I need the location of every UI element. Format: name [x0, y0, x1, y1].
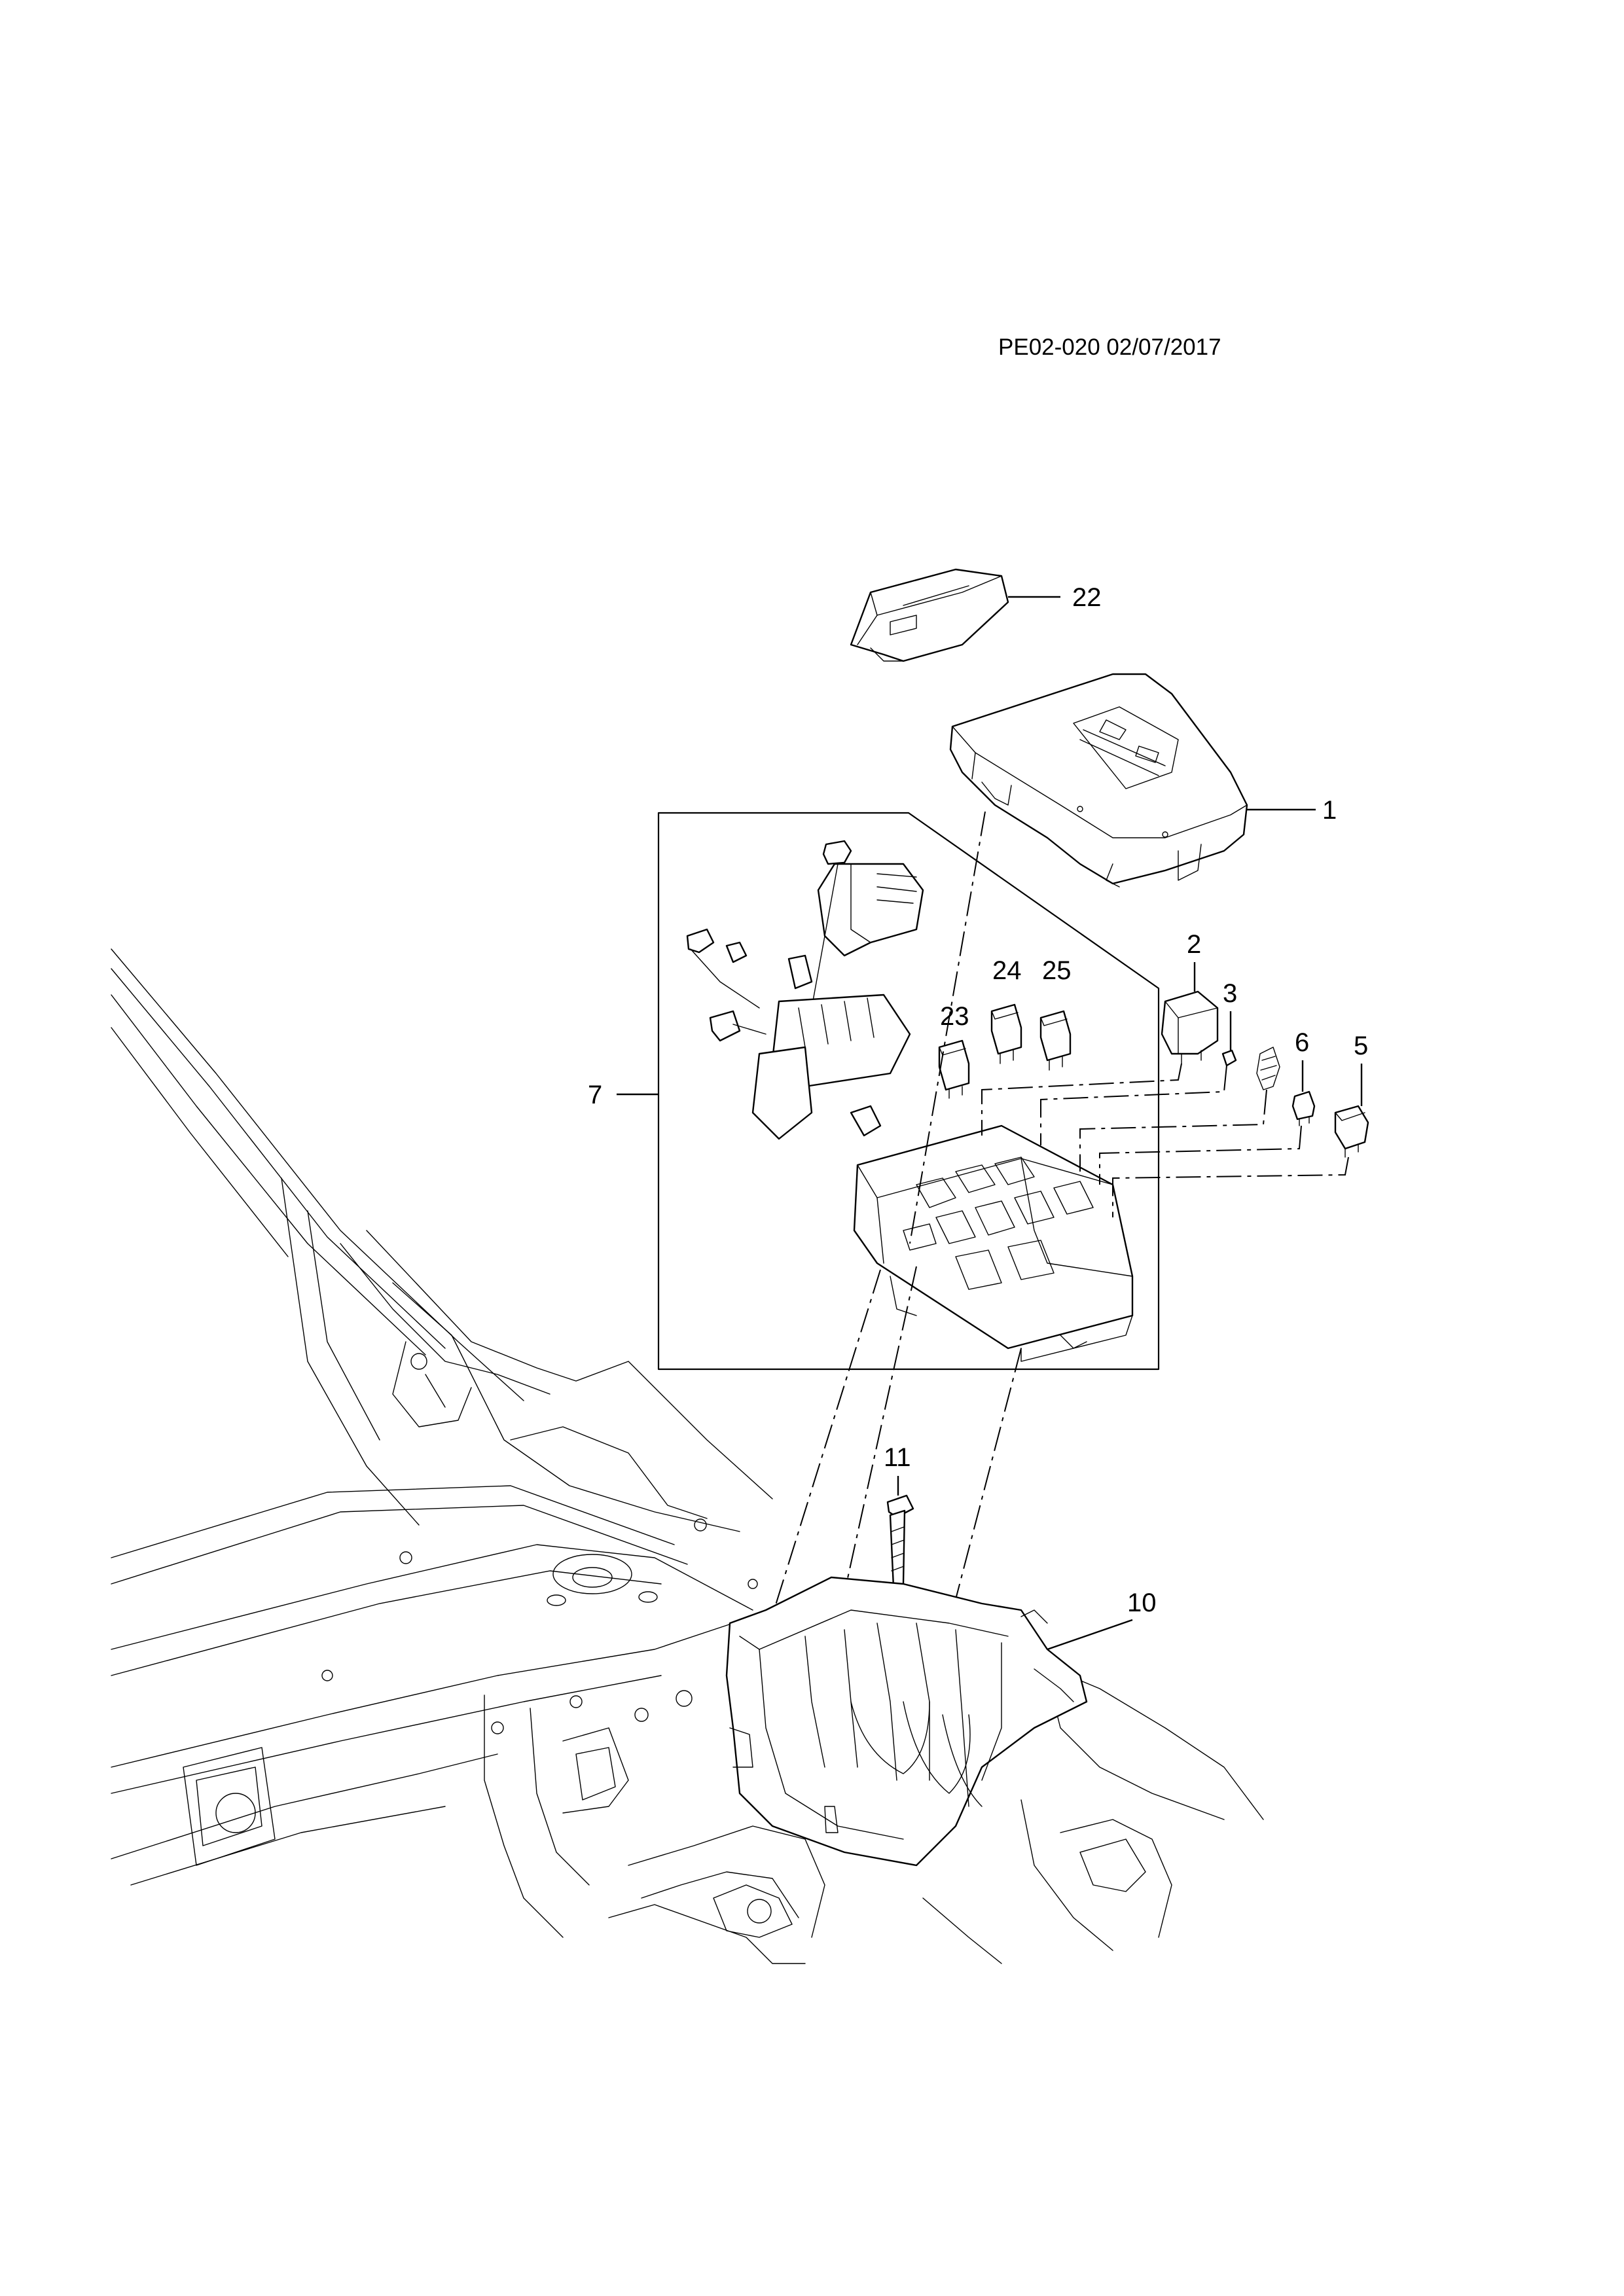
callout-23: 23 — [940, 1002, 969, 1031]
relay-6 — [1291, 1090, 1316, 1126]
relay-23 — [938, 1039, 970, 1099]
callout-10: 10 — [1127, 1588, 1157, 1617]
connector-clip — [1256, 1047, 1280, 1090]
fuse-box-cover-22 — [850, 568, 1009, 662]
bracket-and-fasteners — [686, 840, 924, 1140]
fuse-box-assembly-frame-7 — [657, 812, 1160, 1371]
callout-7: 7 — [588, 1081, 602, 1109]
relay-25 — [1039, 1010, 1072, 1071]
fuse-box-lid-1 — [949, 673, 1248, 888]
callout-24: 24 — [992, 956, 1022, 985]
callout-6: 6 — [1295, 1028, 1309, 1057]
relay-2 — [1161, 990, 1219, 1064]
callout-2: 2 — [1187, 930, 1201, 959]
callout-11: 11 — [884, 1443, 911, 1472]
clip-3 — [1221, 1049, 1237, 1067]
relay-24 — [990, 1003, 1022, 1064]
callout-5: 5 — [1354, 1031, 1368, 1060]
reference-code: PE02-020 02/07/2017 — [998, 334, 1221, 360]
vehicle-body-structure — [111, 948, 1264, 1964]
callout-3: 3 — [1223, 979, 1237, 1008]
fuse-block-base — [853, 1124, 1134, 1362]
callout-25: 25 — [1042, 956, 1072, 985]
assembly-lines — [765, 811, 1349, 1683]
callout-1: 1 — [1322, 796, 1337, 825]
callout-22: 22 — [1072, 583, 1102, 612]
bolt-11 — [886, 1494, 914, 1588]
relay-5 — [1334, 1105, 1369, 1158]
fuse-box-tray-10 — [725, 1576, 1088, 1867]
